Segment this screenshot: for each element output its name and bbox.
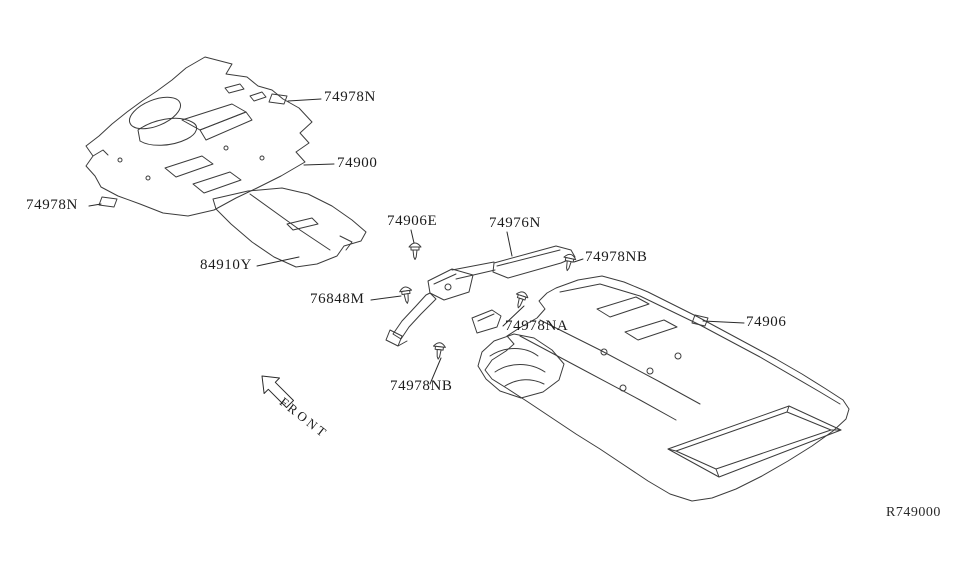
part-label-74976n: 74976N <box>489 215 541 231</box>
retainer-tab-icon <box>98 196 118 208</box>
part-label-76848m: 76848M <box>310 291 365 307</box>
part-label-74900: 74900 <box>337 155 378 171</box>
part-label-74906e: 74906E <box>387 213 438 229</box>
push-clip-icon <box>398 285 414 305</box>
retainer-tab-icon <box>268 93 288 105</box>
leader-lines <box>88 98 745 385</box>
front-arrow-icon <box>261 375 294 408</box>
clip-icons <box>398 242 578 361</box>
carpet-74900-drawing <box>85 56 313 217</box>
floor-spacer-84910y-drawing <box>212 187 367 268</box>
part-label-84910y: 84910Y <box>200 257 252 273</box>
part-label-74978nb-upper: 74978NB <box>585 249 648 265</box>
push-clip-icon <box>408 242 422 260</box>
push-clip-icon <box>512 289 530 311</box>
diagram-code: R749000 <box>886 505 941 520</box>
part-label-74978n-top: 74978N <box>324 89 376 105</box>
retainer-tab-icons <box>98 93 288 208</box>
push-clip-icon <box>431 341 447 361</box>
crossmember-74976n-drawing <box>385 245 576 347</box>
part-label-74906: 74906 <box>746 314 787 330</box>
part-label-74978nb-lower: 74978NB <box>390 378 453 394</box>
part-label-74978na: 74978NA <box>505 318 569 334</box>
carpet-74906-drawing <box>477 275 850 502</box>
part-label-74978n-left: 74978N <box>26 197 78 213</box>
